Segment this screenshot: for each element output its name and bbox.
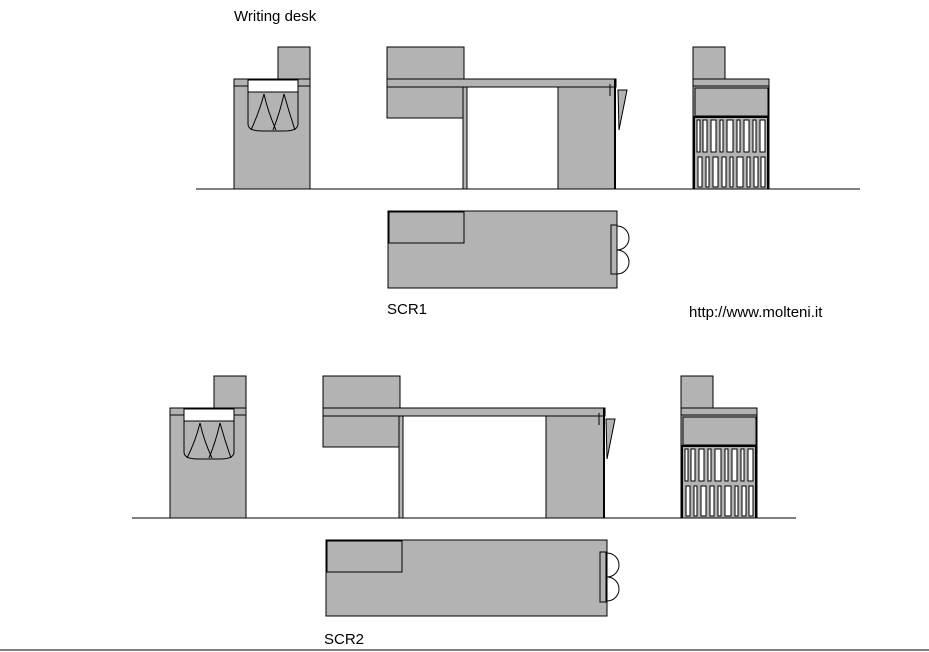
scr2-front-view xyxy=(322,375,616,519)
scr1-side-view-right xyxy=(692,46,770,190)
model-label-scr1: SCR1 xyxy=(387,301,428,318)
scr2-drawing-group xyxy=(132,375,796,617)
scr2-plan-view xyxy=(325,539,620,617)
scr1-front-view xyxy=(386,46,628,190)
scr1-drawing-group xyxy=(196,46,860,289)
website-url: http://www.molteni.it xyxy=(689,304,823,321)
scr1-plan-view xyxy=(387,210,630,289)
scr1-side-view-left xyxy=(233,46,311,190)
scr2-side-view-left xyxy=(169,375,247,519)
drawing-title: Writing desk xyxy=(234,8,317,25)
scr2-side-view-right xyxy=(680,375,758,519)
model-label-scr2: SCR2 xyxy=(324,631,365,648)
